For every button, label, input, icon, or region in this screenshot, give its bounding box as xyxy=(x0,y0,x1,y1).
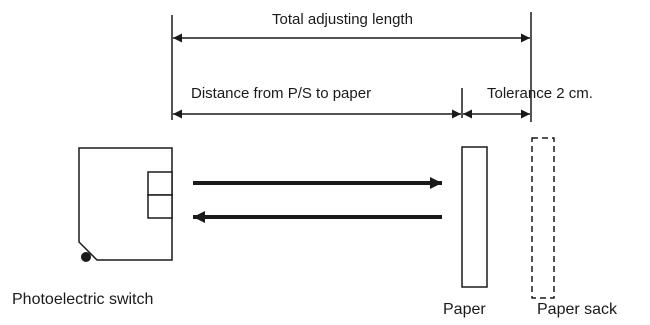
paper-label: Paper xyxy=(443,301,486,318)
distance-from-ps-to-paper-label: Distance from P/S to paper xyxy=(191,85,372,102)
paper-sack-outline xyxy=(531,137,555,299)
switch-emitter-lens xyxy=(147,171,173,196)
tolerance-label: Tolerance 2 cm. xyxy=(487,85,593,102)
photoelectric-switch-label: Photoelectric switch xyxy=(12,291,154,308)
total-adjusting-length-label: Total adjusting length xyxy=(272,11,413,28)
switch-cable-dot xyxy=(81,252,91,262)
switch-receiver-lens xyxy=(147,194,173,219)
paper-sack-label: Paper sack xyxy=(537,301,618,318)
paper-sheet xyxy=(461,146,488,288)
